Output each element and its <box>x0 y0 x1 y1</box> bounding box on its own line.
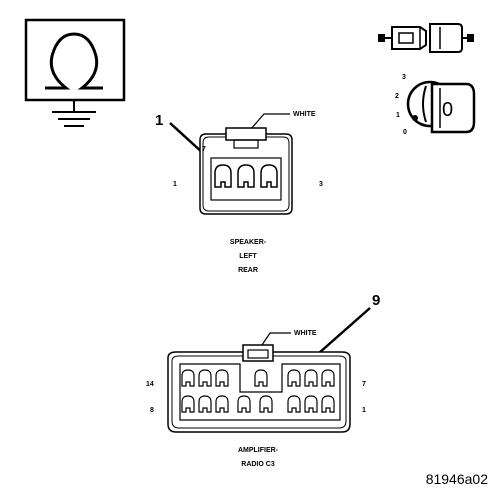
key-position-3: 3 <box>402 74 406 81</box>
amplifier-pin-label-bottom-right: 1 <box>362 407 366 414</box>
speaker-pin-label-left: 1 <box>173 181 177 188</box>
ground-ohm-symbol: Ω <box>24 18 126 127</box>
key-position-1: 1 <box>396 112 400 119</box>
connector-pair-icon <box>378 23 474 53</box>
speaker-name-line-3: REAR <box>238 267 258 274</box>
key-position-0: 0 <box>403 129 407 136</box>
amplifier-callout: 9 <box>372 292 380 309</box>
speaker-tab-label: WHITE <box>293 111 316 118</box>
male-connector-icon <box>391 26 427 50</box>
speaker-name-line-1: SPEAKER- <box>230 239 267 246</box>
speaker-tab-leader <box>249 113 290 131</box>
figure-id: 81946a02 <box>426 471 489 487</box>
speaker-callout: 1 <box>155 112 163 129</box>
amplifier-tab-leader <box>259 332 291 349</box>
amplifier-pin-label-bottom-left: 8 <box>150 407 154 414</box>
female-connector-icon <box>429 23 463 53</box>
ground-symbol-frame <box>24 18 126 102</box>
speaker-locking-tab <box>225 127 267 141</box>
amplifier-pin-label-top-right: 7 <box>362 381 366 388</box>
amplifier-pin-label-top-left: 14 <box>146 381 154 388</box>
omega-icon <box>45 32 103 90</box>
speaker-left-rear-connector: 1 WHITE 7 1 3 SPEAKER- LEFT REAR <box>155 111 323 274</box>
amplifier-locking-tab <box>242 344 274 362</box>
key-position-2: 2 <box>395 93 399 100</box>
ignition-key-switch: 3 2 1 0 0 <box>395 74 476 136</box>
speaker-connector-body <box>199 133 293 215</box>
amplifier-name-line-1: AMPLIFIER- <box>238 447 279 454</box>
speaker-pin-label-top-left: 7 <box>202 146 206 153</box>
key-label: 0 <box>442 99 453 121</box>
key-icon <box>430 82 476 134</box>
speaker-pin-label-right: 3 <box>319 181 323 188</box>
speaker-name-line-2: LEFT <box>239 253 257 260</box>
amplifier-tab-label: WHITE <box>294 330 317 337</box>
amplifier-name-line-2: RADIO C3 <box>241 461 275 468</box>
amplifier-radio-c3-connector: 9 WHITE 14 8 7 1 <box>146 292 380 468</box>
